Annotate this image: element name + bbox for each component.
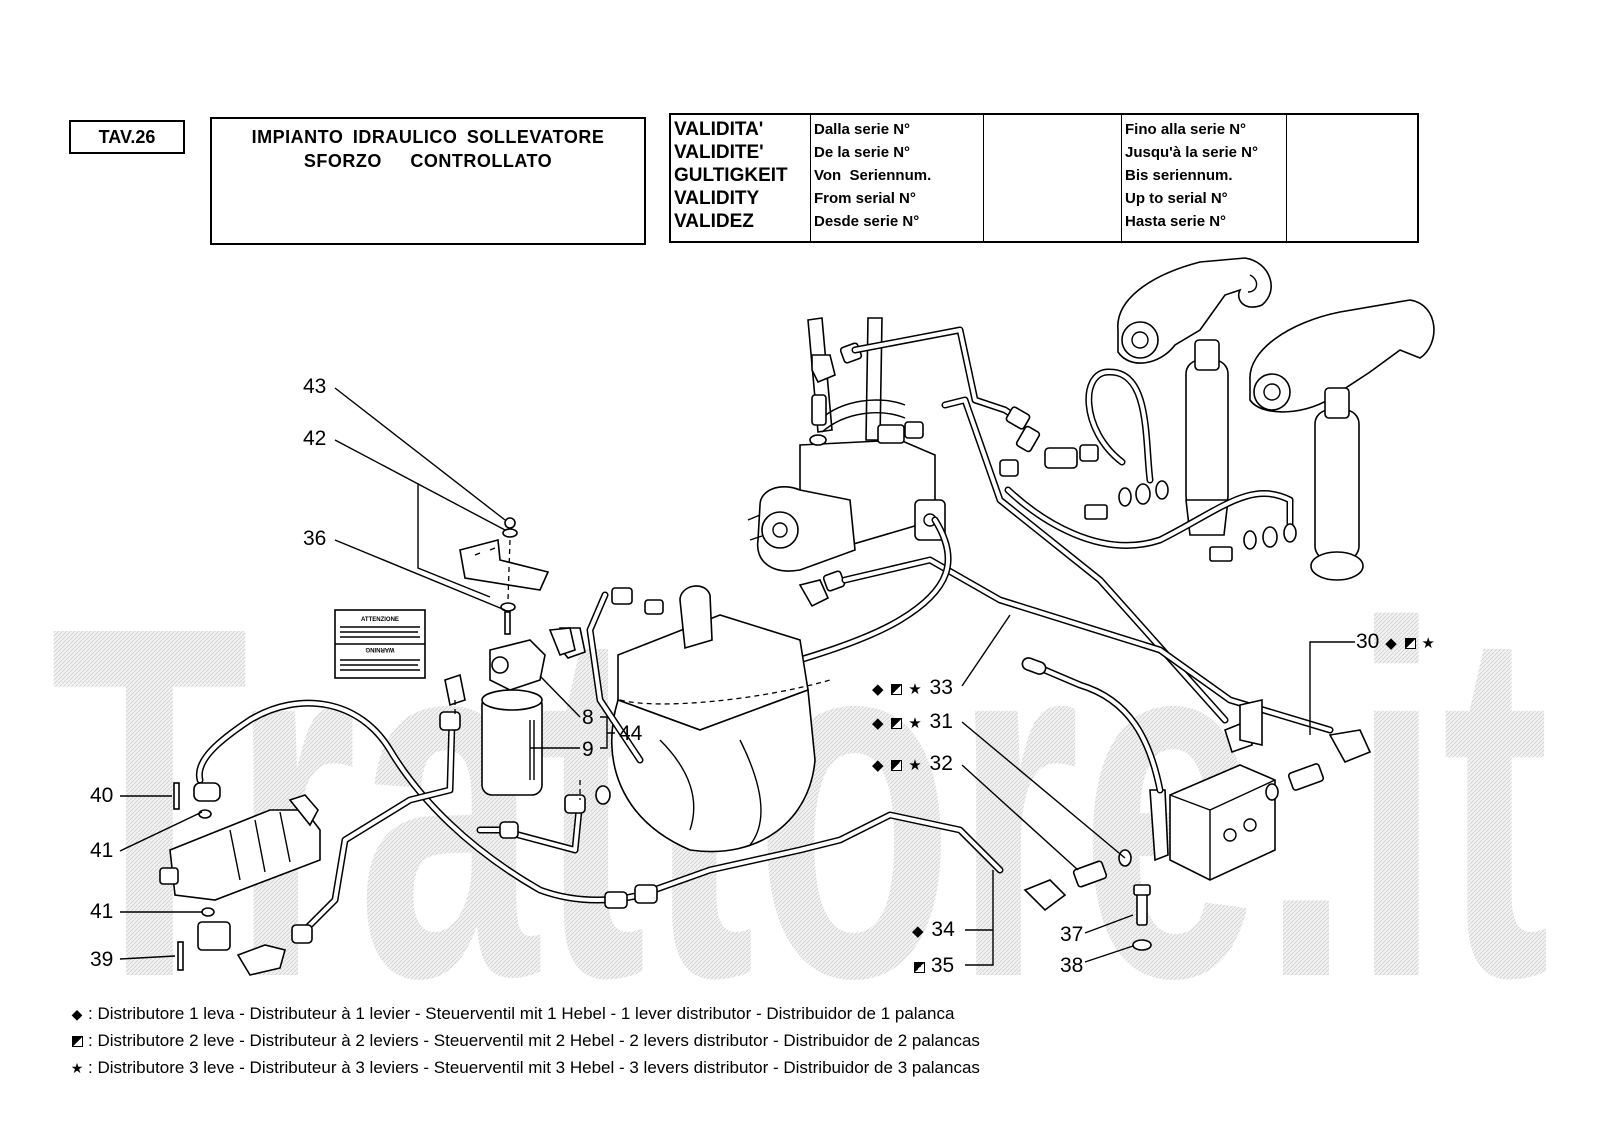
validity-label: VALIDITA' [674,119,764,140]
legend-row-one-lever: ◆ : Distributore 1 leva - Distributeur à … [70,1000,980,1027]
callout-33: ◆ ★ 33 [872,677,953,701]
two-levers-symbol [70,1028,84,1055]
callout-30: 30 ◆ ★ [1356,631,1437,655]
validity-to-labels: Fino alla serie N° Jusqu'à la serie N° B… [1122,115,1287,241]
validity-label: VALIDEZ [674,211,754,232]
validity-from-labels: Dalla serie N° De la serie N° Von Serien… [811,115,984,241]
control-cable [1021,657,1164,794]
one-lever-symbol: ◆ [912,923,924,940]
callout-44: 44 [619,722,643,745]
oil-filter-head [444,627,576,707]
from-label: De la serie N° [814,144,911,161]
auxiliary-valve [1149,764,1276,881]
leader-lines [119,387,1355,966]
tee-fittings [999,406,1099,477]
callout-35: 35 [914,955,954,977]
legend-row-three-levers: ★: Distributore 3 leve - Distributeur à … [70,1054,980,1081]
callout-32: ◆ ★ 32 [872,753,953,777]
callout-number: 34 [931,918,955,941]
center-fittings [559,587,664,764]
callout-number: 30 [1356,630,1380,653]
callout-number: 35 [930,954,955,977]
lift-control-valve [747,439,946,572]
callout-39: 39 [90,948,114,971]
callout-41-lower: 41 [90,900,114,923]
three-levers-symbol: ★ [70,1060,84,1076]
aux-fittings [1023,698,1372,951]
pump-fittings [173,782,286,976]
validity-label: GULTIGKEIT [674,165,788,186]
warning-label: ATTENZIONE WARNING [334,609,426,679]
callout-8: 8 [582,706,594,729]
from-label: Desde serie N° [814,213,920,230]
validity-label: VALIDITE' [674,142,764,163]
oil-filter-cartridge [481,689,543,796]
validity-from-value [984,115,1122,241]
lift-arm-left [1117,257,1272,364]
hydraulic-pump [159,794,321,901]
to-label: Up to serial N° [1125,190,1228,207]
two-levers-symbol [914,962,925,973]
callout-number: 33 [929,676,953,699]
from-label: Dalla serie N° [814,121,911,138]
callout-43: 43 [303,375,327,398]
lift-housing [611,585,831,853]
two-levers-symbol [891,684,903,695]
warning-label-subtitle: WARNING [365,646,394,652]
one-lever-symbol: ◆ [71,1006,83,1022]
from-label: From serial N° [814,190,916,207]
title-line-2: SFORZO CONTROLLATO [303,151,553,171]
three-levers-symbol: ★ [908,715,922,732]
validity-label: VALIDITY [674,188,760,209]
callout-number: 32 [929,752,953,775]
one-lever-symbol: ◆ [872,715,884,732]
validity-table: VALIDITA' VALIDITE' GULTIGKEIT VALIDITY … [669,113,1419,243]
three-levers-symbol: ★ [1421,635,1435,652]
validity-to-value [1287,115,1417,241]
three-levers-symbol: ★ [908,681,922,698]
three-levers-symbol: ★ [908,757,922,774]
callout-31: ◆ ★ 31 [872,711,953,735]
table-number: TAV.26 [69,120,185,154]
valve-fittings [798,342,924,608]
to-label: Fino alla serie N° [1125,121,1247,138]
from-label: Von Seriennum. [814,167,932,184]
to-label: Bis seriennum. [1125,167,1233,184]
callout-number: 31 [929,710,953,733]
two-levers-symbol [891,760,903,771]
validity-labels: VALIDITA' VALIDITE' GULTIGKEIT VALIDITY … [671,115,811,241]
legend: ◆ : Distributore 1 leva - Distributeur à … [70,1000,980,1081]
callout-40: 40 [90,784,114,807]
legend-text: : Distributore 1 leva - Distributeur à 1… [88,1004,955,1023]
legend-row-two-levers: : Distributore 2 leve - Distributeur à 2… [70,1027,980,1054]
one-lever-symbol: ◆ [1385,635,1397,652]
mounting-bracket [459,517,550,635]
callout-38: 38 [1060,954,1084,977]
to-label: Hasta serie N° [1125,213,1227,230]
two-levers-symbol [1404,638,1416,649]
title-line-1: IMPIANTO IDRAULICO SOLLEVATORE [251,127,605,147]
callout-42: 42 [303,427,327,450]
legend-text: : Distributore 2 leve - Distributeur à 2… [88,1031,980,1050]
one-lever-symbol: ◆ [872,757,884,774]
callout-9: 9 [582,738,594,761]
lift-arm-right [1249,299,1435,413]
pipe-nuts [291,711,658,944]
cylinder-fasteners [1084,480,1297,562]
two-levers-symbol [891,718,903,729]
to-label: Jusqu'à la serie N° [1125,144,1258,161]
page-title: IMPIANTO IDRAULICO SOLLEVATORE SFORZO CO… [210,117,646,245]
lift-cylinder-right [1310,387,1364,581]
one-lever-symbol: ◆ [872,681,884,698]
callout-36: 36 [303,527,327,550]
callout-34: ◆ 34 [912,919,955,943]
callout-37: 37 [1060,923,1084,946]
warning-label-title: ATTENZIONE [361,617,399,623]
exploded-diagram: ATTENZIONE WARNING [119,257,1435,976]
legend-text: : Distributore 3 leve - Distributeur à 3… [88,1058,980,1077]
callout-41-upper: 41 [90,839,114,862]
